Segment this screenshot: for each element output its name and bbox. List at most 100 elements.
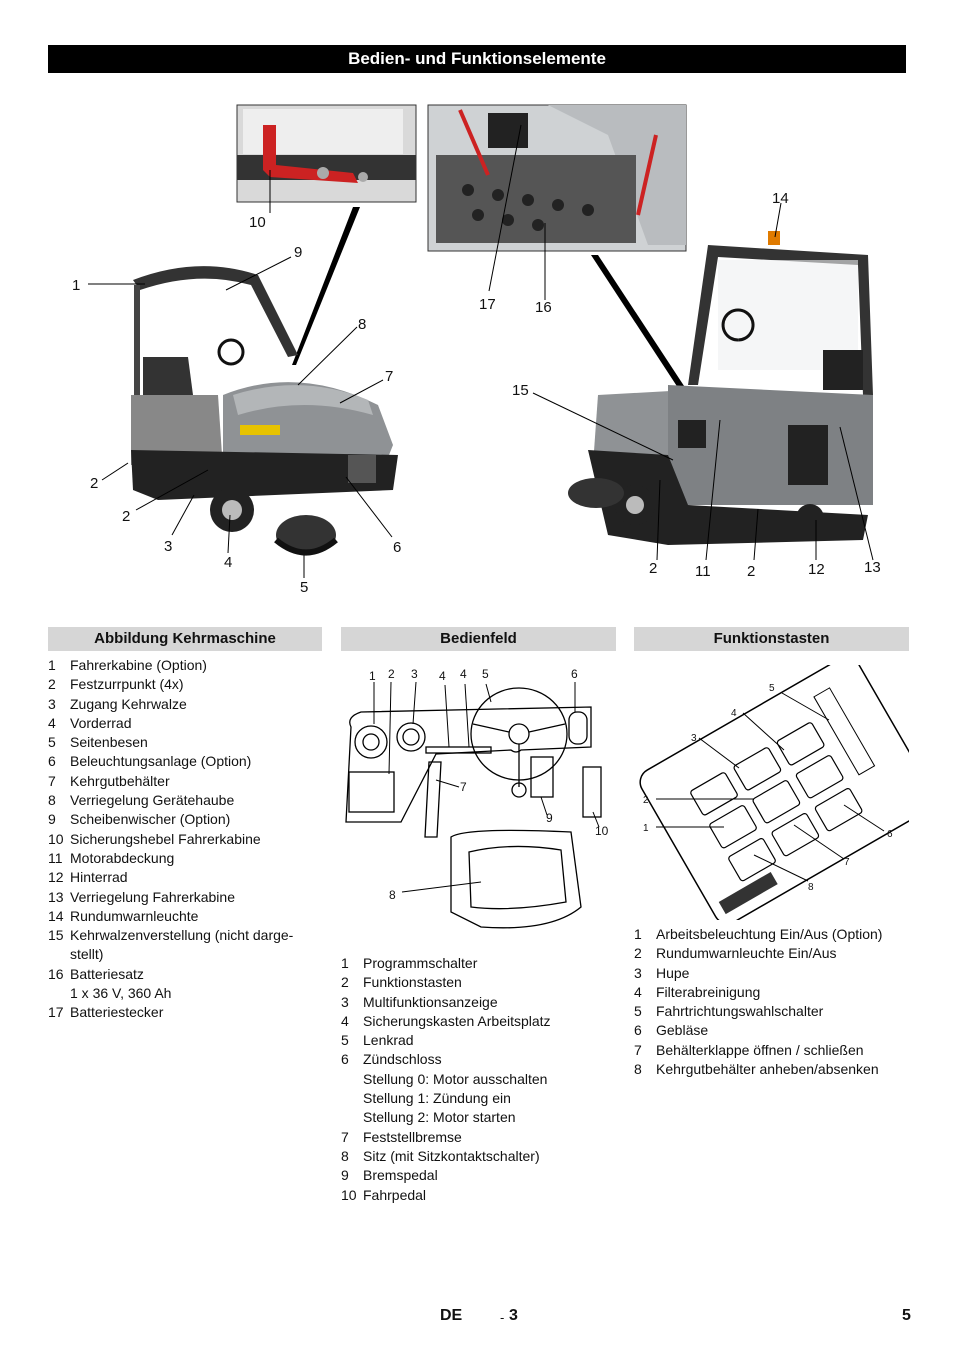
item-text: Multifunktionsanzeige [363, 993, 498, 1010]
bf-callout-9: 9 [546, 811, 553, 825]
fk-callout-3: 3 [691, 733, 697, 744]
list-item: 4 Vorderrad [48, 714, 328, 733]
item-number: 8 [341, 1147, 349, 1164]
item-number: 14 [48, 907, 64, 924]
bf-callout-2: 2 [388, 667, 395, 681]
function-keys-diagram: 5 4 3 2 1 6 7 8 [639, 665, 909, 920]
page-title: Bedien- und Funktionselemente [48, 45, 906, 73]
inset-photo-cab-lever [236, 104, 417, 203]
item-text: Fahrerkabine (Option) [70, 657, 207, 673]
dashboard-diagram: 1 2 3 4 4 5 6 7 8 9 10 [345, 667, 609, 929]
item-text: Fahrpedal [363, 1186, 427, 1203]
item-text: Sicherungskasten Arbeitsplatz [363, 1012, 551, 1029]
callout-4: 4 [224, 554, 232, 571]
footer-lang: DE [440, 1307, 463, 1324]
list-item: 2 Rundumwarnleuchte Ein/Aus [634, 944, 914, 963]
list-item: stellt) [48, 945, 328, 964]
callout-13: 13 [864, 559, 881, 576]
callout-2c: 2 [649, 560, 657, 577]
heading-kehrmaschine: Abbildung Kehrmaschine [48, 627, 322, 651]
item-text: Fahrtrichtungswahlschalter [656, 1003, 824, 1020]
item-number: 8 [48, 792, 56, 809]
item-text: Batteriesatz [70, 965, 144, 982]
item-number: 2 [634, 945, 642, 962]
item-number: 6 [634, 1022, 642, 1039]
sweeper-front-view [131, 266, 398, 556]
page-number: 5 [902, 1307, 911, 1324]
item-number: 5 [341, 1032, 349, 1049]
item-text: Batteriestecker [70, 1004, 164, 1021]
sweeper-illustration: 1 2 2 3 4 5 6 7 8 9 10 17 16 15 14 2 11 … [72, 104, 881, 596]
item-text: Kehrgutbehälter anheben/absenken [656, 1061, 879, 1078]
list-item: Stellung 1: Zündung ein [341, 1089, 621, 1108]
item-text: Filterabreinigung [656, 983, 761, 1000]
fk-callout-4: 4 [731, 708, 737, 719]
item-number: 6 [48, 753, 56, 770]
item-text: Festzurrpunkt (4x) [70, 676, 184, 693]
item-number: 17 [48, 1004, 64, 1021]
item-text: Feststellbremse [363, 1128, 462, 1145]
item-text: Kehrwalzenverstellung (nicht darge- [70, 927, 294, 944]
item-text: Rundumwarnleuchte Ein/Aus [656, 945, 837, 962]
item-text: Vorderrad [70, 714, 132, 731]
item-number: 2 [341, 974, 349, 991]
item-text: Sitz (mit Sitzkontaktschalter) [363, 1147, 540, 1164]
item-text: Zündschloss [363, 1051, 442, 1068]
item-number: 4 [48, 714, 56, 731]
item-number: 9 [341, 1167, 349, 1184]
item-text: Sicherungshebel Fahrerkabine [70, 830, 261, 847]
item-text: Scheibenwischer (Option) [70, 811, 231, 828]
fk-callout-5: 5 [769, 683, 775, 694]
item-number [341, 1108, 363, 1127]
list-item: 7 Feststellbremse [341, 1128, 621, 1147]
callout-1: 1 [72, 277, 80, 294]
item-number: 6 [341, 1051, 349, 1068]
list-item: 6 Zündschloss [341, 1050, 621, 1069]
item-number [341, 1070, 363, 1089]
list-item: 2 Festzurrpunkt (4x) [48, 675, 328, 694]
callout-6: 6 [393, 539, 401, 556]
bf-callout-8: 8 [389, 888, 396, 902]
item-text: Hinterrad [70, 869, 128, 886]
item-text: 1 x 36 V, 360 Ah [70, 985, 172, 1002]
item-text: Behälterklappe öffnen / schließen [656, 1041, 864, 1058]
bf-callout-4a: 4 [439, 669, 446, 683]
callout-14: 14 [772, 190, 789, 207]
item-number: 2 [48, 676, 56, 693]
heading-funktionstasten: Funktionstasten [634, 627, 909, 651]
callout-7: 7 [385, 368, 393, 385]
item-number: 7 [341, 1128, 349, 1145]
item-number: 7 [48, 772, 56, 789]
bf-callout-10: 10 [595, 824, 609, 838]
bf-callout-1: 1 [369, 669, 376, 683]
list-item: 8 Sitz (mit Sitzkontaktschalter) [341, 1147, 621, 1166]
fk-callout-2: 2 [643, 795, 649, 806]
item-number: 3 [634, 964, 642, 981]
item-number: 1 [634, 926, 642, 942]
callout-2a: 2 [90, 475, 98, 492]
item-number: 11 [48, 849, 63, 866]
item-number: 16 [48, 965, 64, 982]
